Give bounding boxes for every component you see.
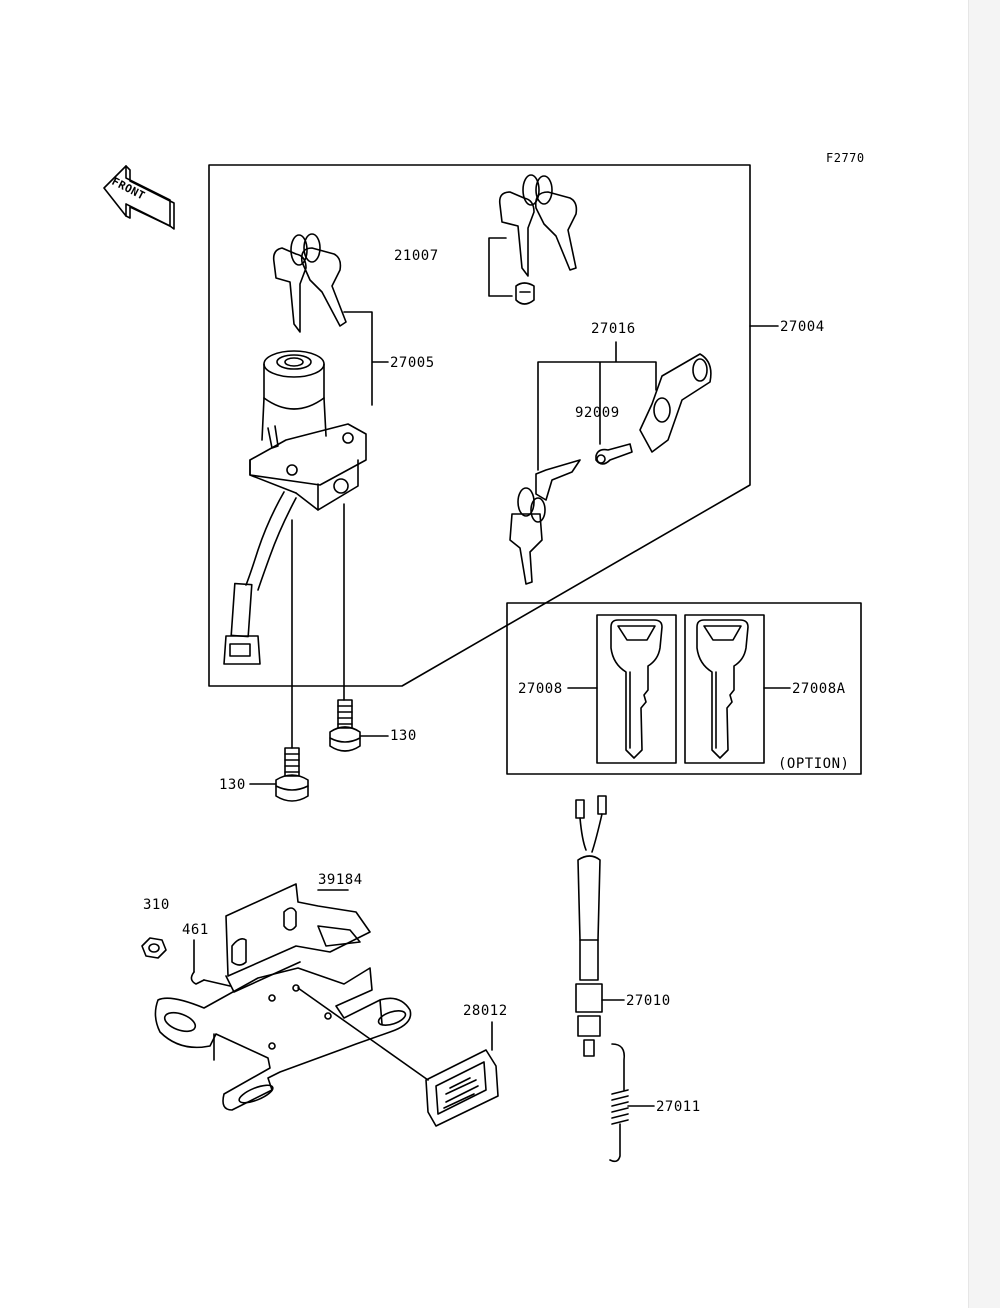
label-27016: 27016 (591, 321, 636, 337)
stop-switch-27010-icon (575, 795, 607, 1057)
option-box (506, 602, 862, 775)
label-92009: 92009 (575, 405, 620, 421)
label-130-lower: 130 (219, 777, 246, 793)
label-27010: 27010 (626, 993, 671, 1009)
label-28012: 28012 (463, 1003, 508, 1019)
label-27005: 27005 (390, 355, 435, 371)
ignition-switch-icon (223, 350, 367, 665)
leader-27016 (537, 341, 657, 471)
key-card-27008 (596, 614, 677, 764)
label-130-upper: 130 (390, 728, 417, 744)
license-bracket-icon (154, 883, 412, 1111)
page-edge (968, 0, 1000, 1308)
label-21007: 21007 (394, 248, 439, 264)
figure-code: F2770 (826, 151, 865, 165)
key-card-27008A (684, 614, 765, 764)
front-arrow-icon (103, 165, 175, 230)
spring-27011-icon (609, 1043, 629, 1163)
bolt-130-lower-icon (275, 747, 309, 802)
bolt-130-upper-icon (329, 699, 361, 752)
lock-set-27016-icon (509, 353, 712, 585)
blank-key-27008-icon (610, 619, 663, 759)
ignition-keys-icon (272, 233, 347, 333)
leader-21007 (488, 237, 513, 297)
label-27008A: 27008A (792, 681, 846, 697)
label-39184: 39184 (318, 872, 363, 888)
option-label: (OPTION) (778, 756, 850, 772)
leaders-bracket (193, 889, 493, 1081)
blank-key-27008A-icon (696, 619, 749, 759)
label-27004: 27004 (780, 319, 825, 335)
reflector-28012-icon (425, 1049, 499, 1127)
label-27011: 27011 (656, 1099, 701, 1115)
label-461: 461 (182, 922, 209, 938)
seat-lock-keys-icon (498, 174, 578, 305)
label-310: 310 (143, 897, 170, 913)
set-27004-frame (208, 164, 751, 687)
nut-310-icon (141, 937, 167, 959)
leader-27005 (343, 311, 389, 406)
clip-461-icon (190, 971, 205, 985)
label-27008: 27008 (518, 681, 563, 697)
